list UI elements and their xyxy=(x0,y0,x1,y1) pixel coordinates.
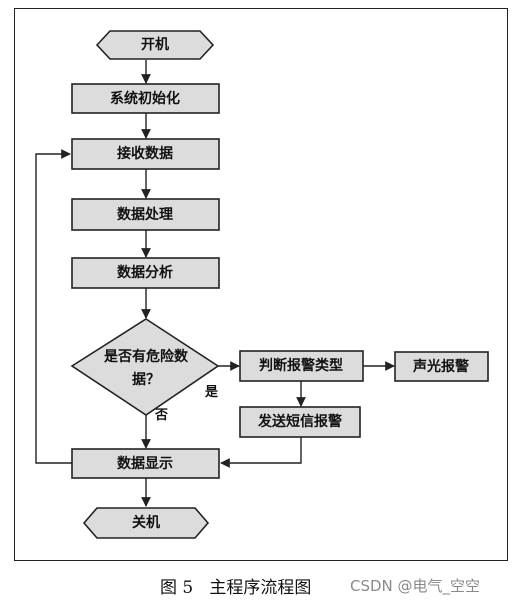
analyze-node-label: 数据分析 xyxy=(117,264,173,281)
yes-label: 是 xyxy=(204,385,219,400)
init-node: 系统初始化 xyxy=(71,83,220,114)
figure-frame xyxy=(14,8,508,561)
display-node-label: 数据显示 xyxy=(117,455,173,472)
end-node: 关机 xyxy=(82,507,210,539)
edge-loop-back xyxy=(35,149,72,464)
edge-sms-display xyxy=(220,437,302,468)
receive-node-label: 接收数据 xyxy=(117,145,173,162)
process-node-label: 数据处理 xyxy=(117,206,173,223)
decision-node: 是否有危险数 据？ xyxy=(70,318,220,416)
display-node: 数据显示 xyxy=(71,448,220,479)
watermark: CSDN @电气_空空 xyxy=(350,577,481,595)
start-node-label: 开机 xyxy=(141,36,169,53)
analyze-node: 数据分析 xyxy=(71,257,220,289)
sound-light-node-label: 声光报警 xyxy=(412,358,469,375)
sms-node: 发送短信报警 xyxy=(239,406,361,438)
decision-node-label-line1: 是否有危险数 xyxy=(104,348,189,365)
sms-node-label: 发送短信报警 xyxy=(257,413,342,430)
end-node-label: 关机 xyxy=(132,514,160,531)
judge-node: 判断报警类型 xyxy=(239,350,364,382)
init-node-label: 系统初始化 xyxy=(110,90,180,107)
sound-light-node: 声光报警 xyxy=(394,351,489,382)
receive-node: 接收数据 xyxy=(71,138,220,170)
no-label: 否 xyxy=(154,408,168,423)
process-node: 数据处理 xyxy=(71,198,220,231)
start-node: 开机 xyxy=(95,30,215,60)
figure-caption: 图 5 主程序流程图 xyxy=(160,578,312,598)
decision-node-label-line2: 据？ xyxy=(132,371,160,388)
judge-node-label: 判断报警类型 xyxy=(259,357,343,374)
